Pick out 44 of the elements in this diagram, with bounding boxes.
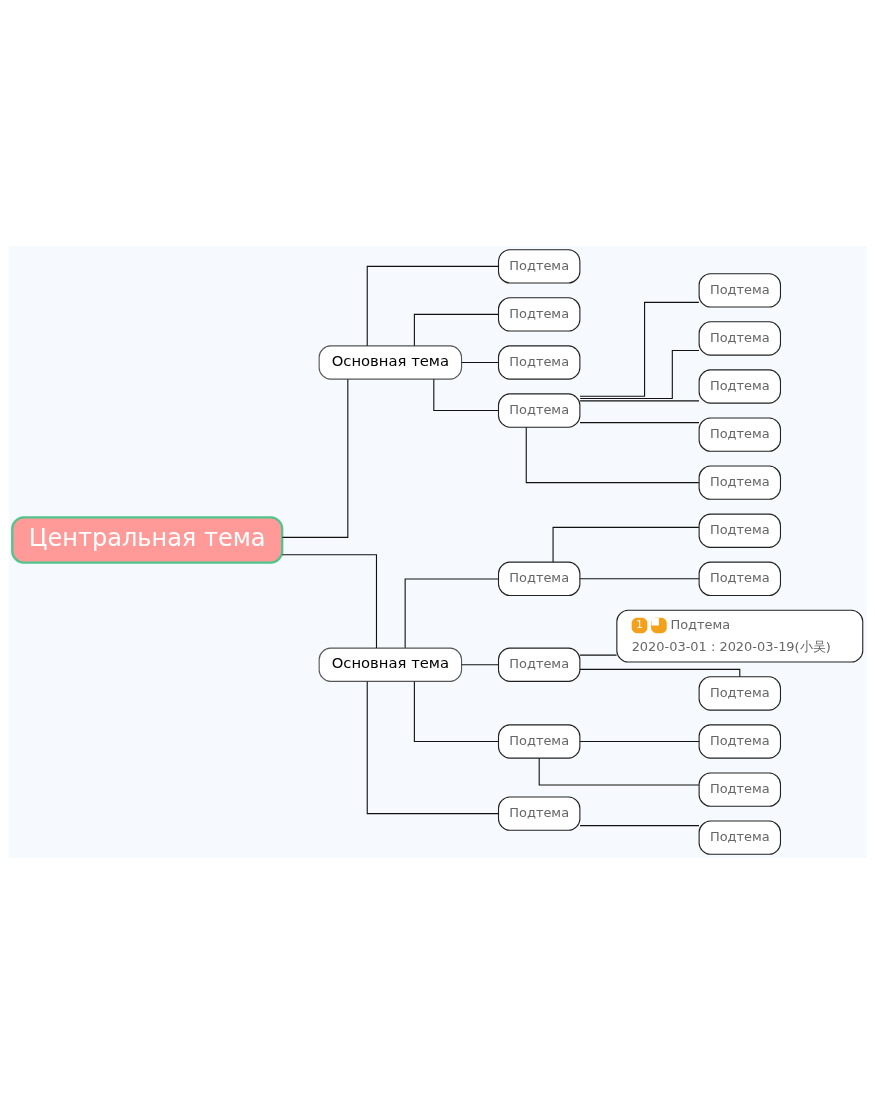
connector	[281, 554, 378, 649]
connector	[281, 378, 349, 538]
node-box: Подтема	[698, 513, 782, 548]
node-box: Подтема	[497, 249, 581, 284]
connector	[552, 526, 700, 563]
connector	[579, 578, 700, 580]
connector	[366, 265, 499, 347]
connector	[579, 825, 700, 827]
node-box: Подтема	[497, 724, 581, 759]
node-box: Основная тема	[318, 647, 463, 682]
connector	[579, 400, 700, 402]
connector	[579, 349, 700, 400]
connector	[538, 757, 700, 786]
connector	[579, 301, 700, 397]
connector	[461, 664, 499, 666]
node-box: Подтема	[698, 820, 782, 855]
node-box: Подтема	[698, 561, 782, 596]
connector	[579, 654, 618, 656]
node-box: Подтема	[698, 369, 782, 404]
connector	[413, 313, 499, 347]
node-box: Подтема	[698, 417, 782, 452]
node-box: Подтема	[698, 724, 782, 759]
node-box: Подтема	[497, 393, 581, 428]
node-box: Центральная тема	[11, 516, 284, 564]
node-box: Подтема	[497, 345, 581, 380]
node-box: Подтема	[698, 772, 782, 807]
node-box: Подтема	[698, 273, 782, 308]
connector	[461, 361, 499, 364]
node-box: Основная тема	[318, 345, 463, 380]
connector	[413, 680, 499, 743]
node-box: Подтема	[497, 297, 581, 332]
node-box: Подтема	[698, 465, 782, 500]
connector	[525, 426, 700, 484]
connector	[366, 681, 499, 815]
connector	[404, 578, 499, 649]
connector	[579, 740, 700, 743]
node-box: Подтема	[497, 561, 581, 596]
connector	[579, 668, 741, 678]
connector	[579, 422, 700, 424]
node-box: Подтема	[698, 676, 782, 711]
node-box: Подтема	[497, 796, 581, 831]
connector	[433, 378, 499, 412]
node-box: Подтема	[497, 647, 581, 682]
node-box: Подтема	[698, 321, 782, 356]
